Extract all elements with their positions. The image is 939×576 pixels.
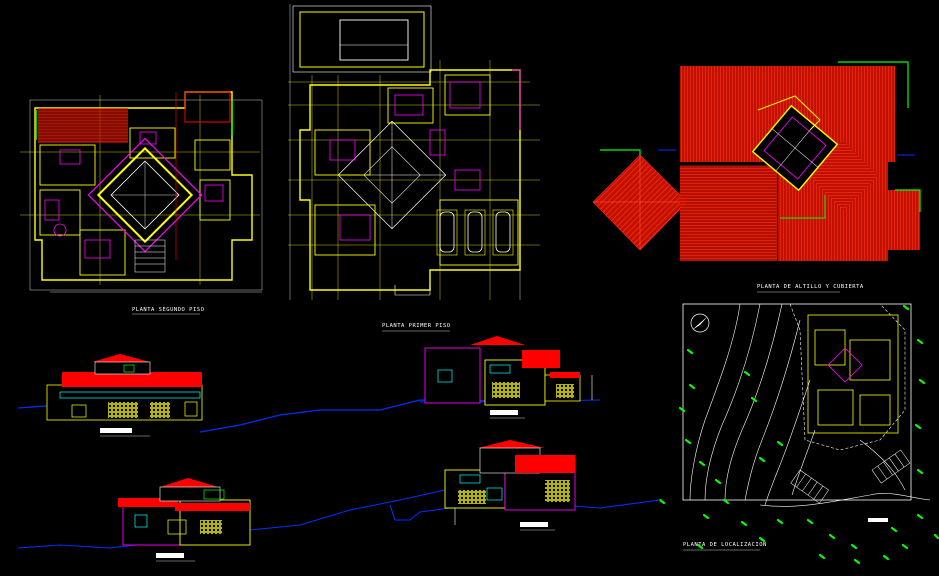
plan-first-floor: PLANTA PRIMER PISO <box>288 4 540 332</box>
elevation-rear <box>17 478 446 562</box>
north-arrow-icon <box>690 313 710 333</box>
elevation-lateral <box>389 440 661 531</box>
elevation-front <box>17 354 501 437</box>
plan-location: PLANTA DE LOCALIZACION <box>682 303 931 551</box>
label-first-floor: PLANTA PRIMER PISO <box>382 323 451 329</box>
elevation-side <box>420 336 601 419</box>
label-location: PLANTA DE LOCALIZACION <box>683 542 767 548</box>
label-second-floor: PLANTA SEGUNDO PISO <box>132 307 204 313</box>
label-attic-roof: PLANTA DE ALTILLO Y CUBIERTA <box>757 284 864 290</box>
site-trees <box>658 304 939 565</box>
plan-attic-roof: PLANTA DE ALTILLO Y CUBIERTA <box>592 61 921 293</box>
plan-second-floor: PLANTA SEGUNDO PISO <box>20 91 263 315</box>
